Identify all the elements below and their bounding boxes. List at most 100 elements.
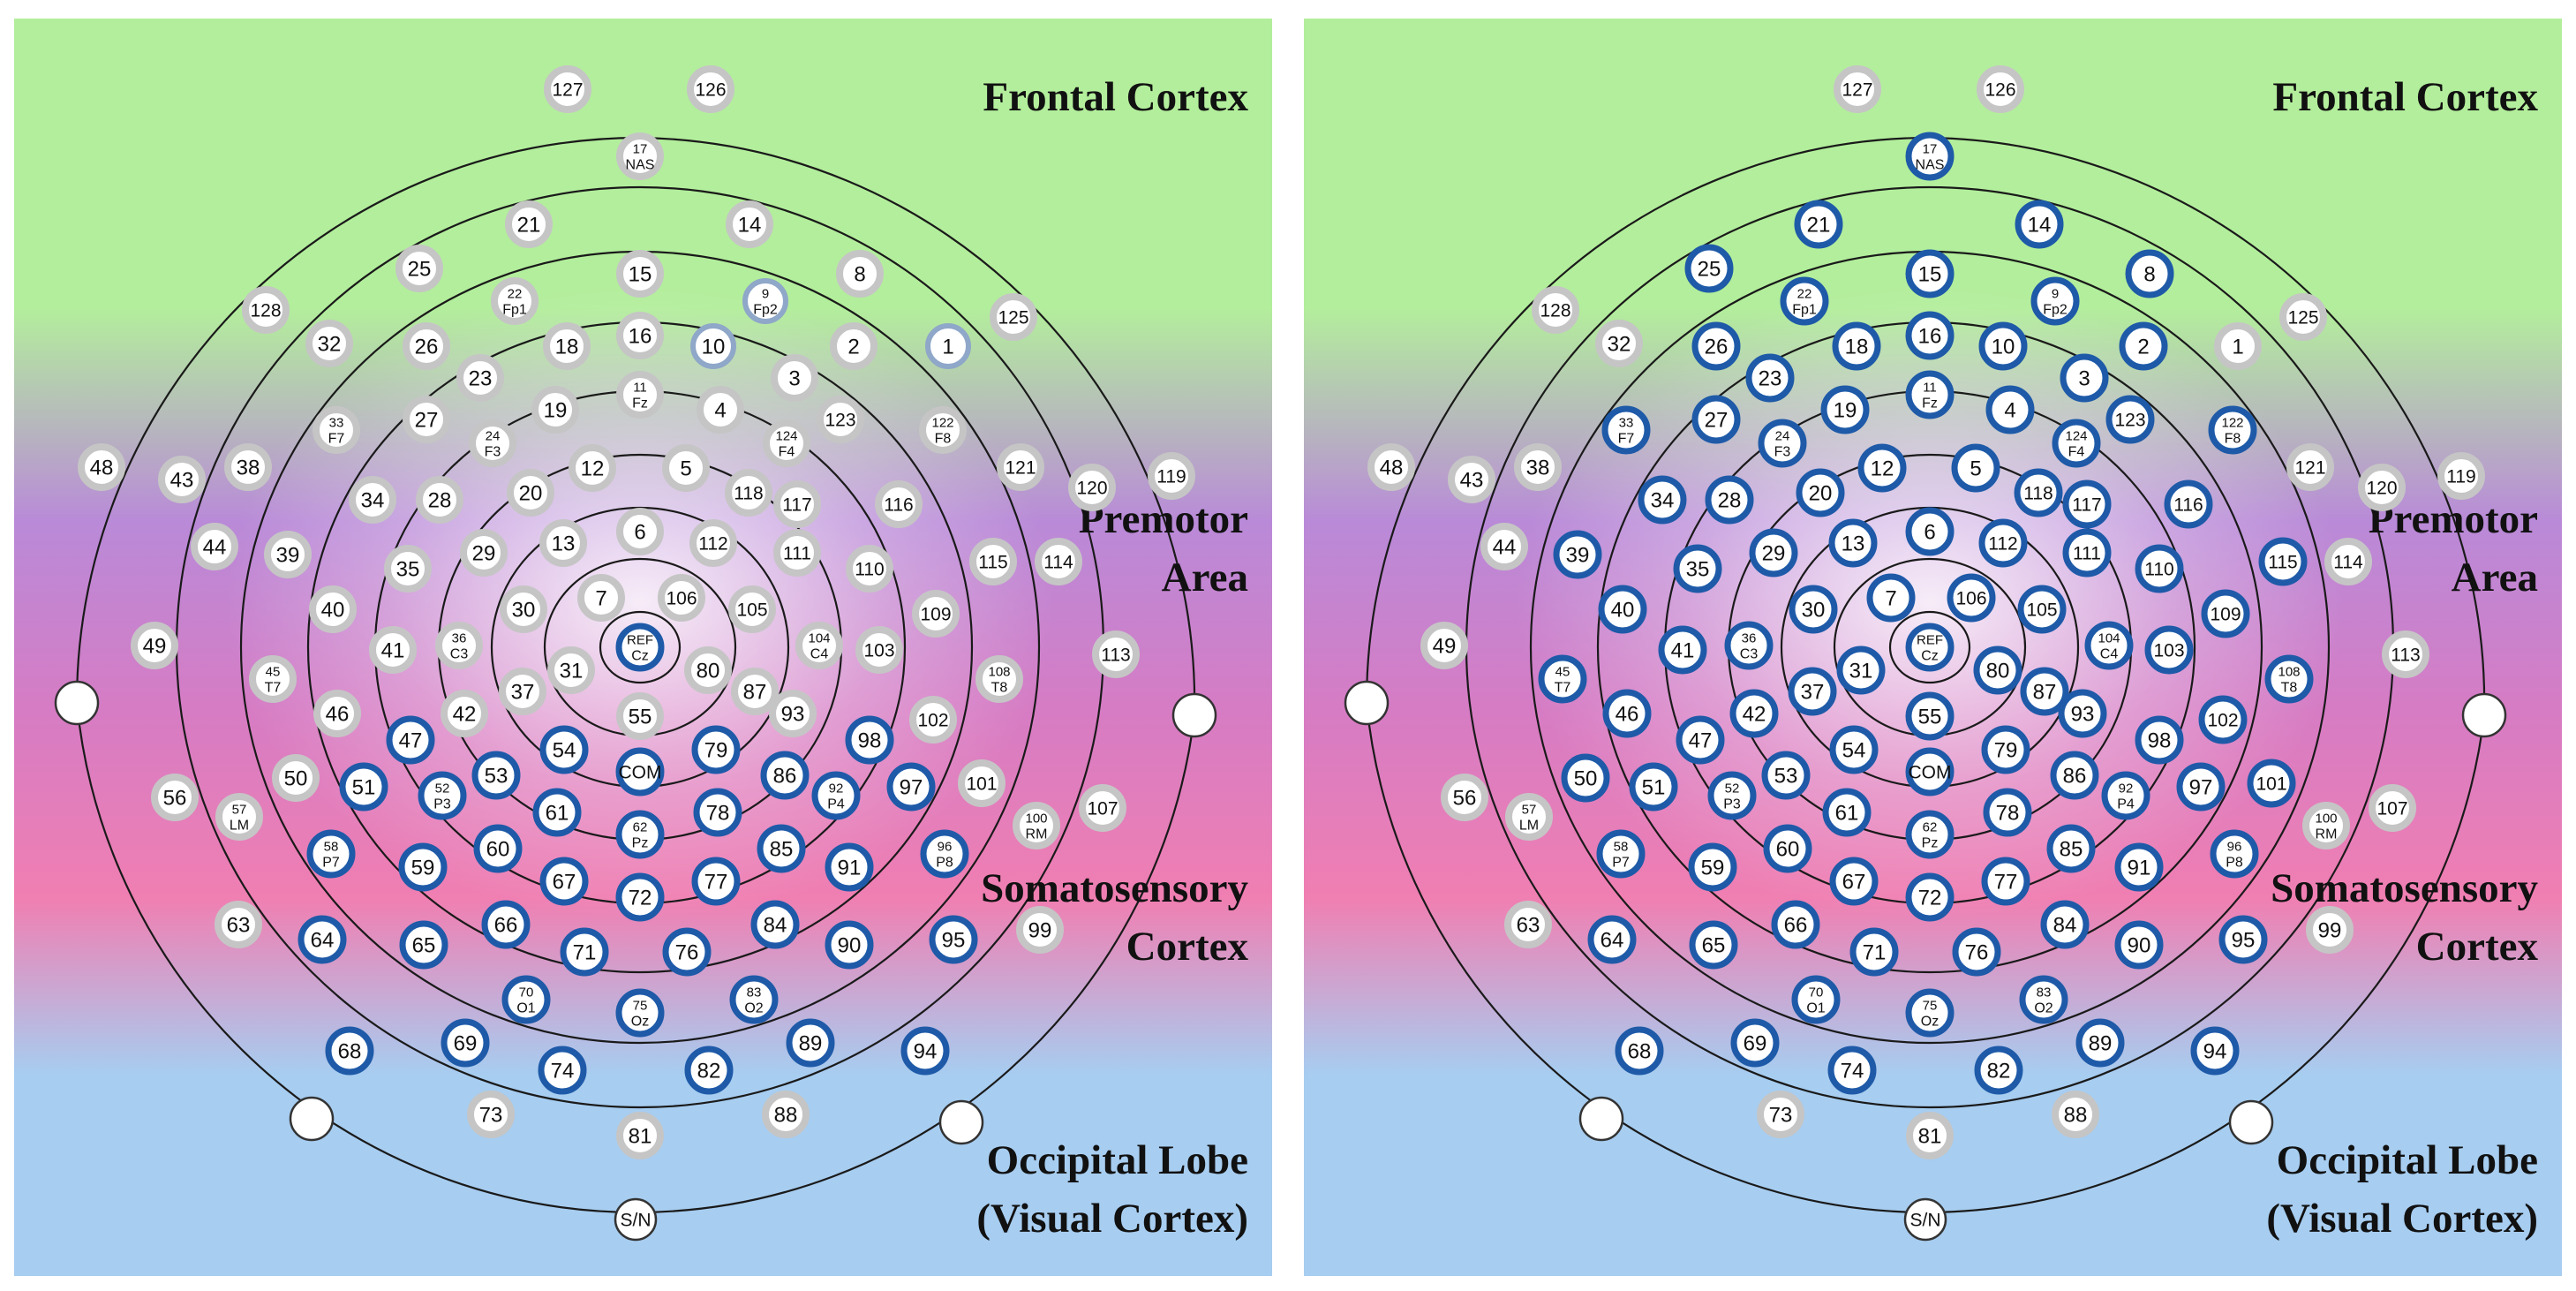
electrode-number: 45 [1555,665,1570,680]
electrode-41: 41 [1658,625,1707,675]
electrode-label: 13 [552,532,576,556]
electrode-label: 44 [203,536,227,560]
electrode-label: 53 [485,765,508,789]
electrode-ring [1906,1112,1954,1159]
electrode-label: 51 [352,776,376,800]
electrode-4: 4 [697,386,744,434]
electrode-99: 99 [1016,906,1064,954]
electrode-label: 117 [2072,495,2101,516]
electrode-ring [2105,395,2155,444]
electrode-ring [1514,443,1562,491]
electrode-label: 72 [1918,887,1942,910]
electrode-number: 100 [1025,812,1047,827]
electrode-ring [1836,646,1886,695]
electrode-ring [1532,286,1579,334]
electrode-label: 37 [511,681,535,705]
electrode-98: 98 [845,715,894,765]
electrode-label: 91 [2128,857,2151,880]
electrode-label: 95 [2232,929,2256,953]
frontal-cortex-label-line: Frontal Cortex [2272,74,2538,120]
electrode-107: 107 [2369,784,2416,832]
electrode-ring [2286,443,2334,491]
electrode-ring [543,322,591,370]
electrode-ring [2306,906,2354,954]
electrode-number: 33 [1619,416,1634,431]
electrode-ring [2369,784,2416,832]
electrode-ring [1598,585,1647,634]
electrode-label: 19 [544,399,568,423]
electrode-label: 127 [552,80,583,101]
electrode-ring [2190,1026,2240,1076]
electrode-61: 61 [532,788,582,837]
electrode-label: 5 [680,457,691,481]
electrode-ring [399,920,448,970]
electrode-116: 116 [2164,479,2213,529]
electrode-label: 107 [1087,799,1118,819]
electrode-label: 94 [2203,1040,2227,1064]
electrode-ring [1905,623,1955,672]
electrode-99: 99 [2306,906,2354,954]
electrode-50: 50 [272,754,320,802]
electrode-ring [616,250,664,298]
electrode-number: 36 [1742,631,1757,646]
electrode-ring [1827,1046,1877,1095]
guide-ring-outer [75,136,1196,1214]
electrode-50: 50 [1561,753,1610,803]
electrode-label: 87 [2033,681,2057,705]
electrode-105: 105 [728,585,776,633]
electrode-label: 4 [2004,399,2015,423]
somatosensory-cortex-label-line: Cortex [1126,924,1249,970]
electrode-sn: S/N [614,1197,658,1242]
electrode-ring [1079,784,1126,832]
electrode-number: 22 [508,287,523,302]
electrode-label: 80 [697,660,720,683]
electrode-107: 107 [1079,784,1126,832]
electrode-label: 98 [2148,729,2172,753]
electrode-56: 56 [1441,774,1488,821]
electrode-site: NAS [1916,158,1945,173]
electrode-1: 1 [2214,322,2262,370]
electrode-ring [691,725,741,774]
electrode-67: 67 [1829,857,1879,906]
electrode-109: 109 [912,590,960,638]
electrode-77: 77 [1981,857,2030,906]
electrode-10: 10 [1978,321,2028,371]
electrode-ring [825,920,874,970]
electrode-ring [313,690,361,737]
electrode-site: P8 [936,856,953,871]
electrode-ring [616,1112,664,1159]
electrode-ring [2114,842,2164,892]
electrode-label: 115 [978,553,1007,573]
electrode-5: 5 [1951,443,2000,493]
electrode-label: 29 [1762,542,1786,566]
electrode-label: 61 [546,802,569,826]
electrode-ring [501,975,551,1024]
occipital-lobe-label-line: Occipital Lobe [2277,1137,2538,1183]
electrode-ring [969,538,1017,585]
electrode-30: 30 [500,585,547,633]
electrode-label: 50 [1574,767,1598,791]
electrode-label: 74 [551,1060,575,1083]
electrode-label: 31 [560,660,584,683]
electrode-number: 36 [452,631,467,646]
electrode-label: 111 [783,544,811,564]
electrode-site: Pz [632,836,649,851]
blank-marker [2461,692,2507,738]
electrode-ring [684,1046,734,1095]
electrode-ring [855,626,903,674]
electrode-label: 32 [318,333,342,357]
electrode-117: 117 [773,480,821,528]
electrode-ring [2058,689,2107,738]
electrode-ring [1834,65,1881,113]
electrode-ring [435,622,483,669]
